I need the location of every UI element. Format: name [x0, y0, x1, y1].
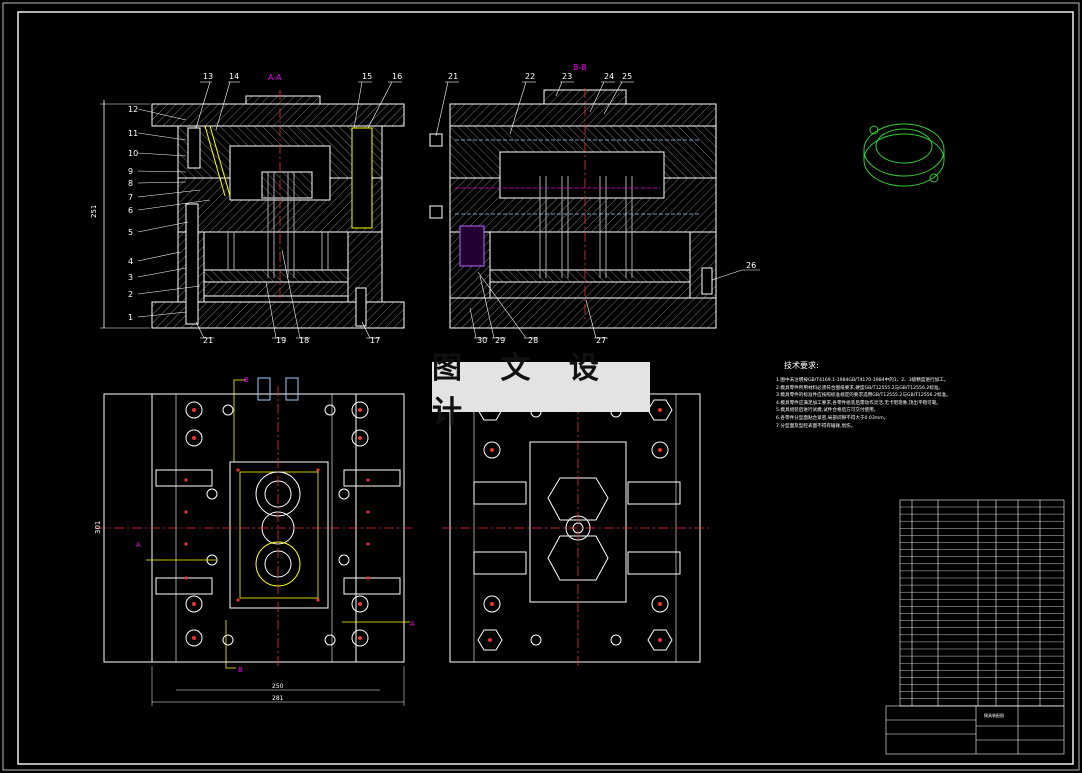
- callout-16: 16: [392, 72, 402, 81]
- title-block-drawing-name: 模具装配图: [984, 712, 1004, 718]
- marker-a-left: A: [136, 541, 141, 549]
- callout-4: 4: [128, 257, 133, 266]
- parts-list-rows: [900, 506, 1064, 706]
- callout-6: 6: [128, 206, 133, 215]
- tech-item: 2.模具零件所用材料必须符合图纸要求,硬度GB/T12555.2与GB/T125…: [776, 385, 944, 391]
- callout-21-right: 21: [448, 72, 458, 81]
- tech-item: 1.图中未注明按GB/T4169.1-1984GB/T4170-1984中的1、…: [776, 378, 949, 383]
- callout-24: 24: [604, 72, 614, 81]
- callout-15: 15: [362, 72, 372, 81]
- callouts-right: 21 22 23 24 25 26 30 29 28 27: [448, 72, 756, 345]
- callout-30: 30: [477, 336, 487, 345]
- callout-26: 26: [746, 261, 756, 270]
- callout-14: 14: [229, 72, 239, 81]
- section-view-aa: 251 A-A: [90, 73, 405, 329]
- section-label-bb: B-B: [573, 63, 587, 72]
- callout-27: 27: [596, 336, 606, 345]
- section-view-bb: B-B: [429, 63, 717, 329]
- callout-5: 5: [128, 228, 133, 237]
- callout-13: 13: [203, 72, 213, 81]
- tech-item: 4.模具零件应满足加工要求,各零件组装后需动作灵活,无卡阻现象,顶出平稳可靠。: [776, 400, 941, 406]
- dim-height-plan: 301: [94, 521, 102, 534]
- plan-view-fixed-half: 301 250 281 A A B B: [94, 376, 415, 706]
- callout-2: 2: [128, 290, 133, 299]
- callout-12: 12: [128, 105, 138, 114]
- callouts-left: 13 14 15 16 12 11 10 9 8 7 6 5 4 3 2 1 2…: [128, 72, 402, 345]
- tech-item: 3.模具零件的标准件应按照标准规定的要求选用GB/T12555.2与GB/T12…: [776, 393, 951, 399]
- part-isometric-view: [863, 123, 945, 187]
- callout-10: 10: [128, 149, 138, 158]
- tech-item: 5.模具组装后进行试模,试件合格后方可交付使用。: [776, 408, 879, 414]
- parts-list-table: [885, 499, 1065, 755]
- dim-height-left: 251: [90, 205, 98, 218]
- callout-11: 11: [128, 129, 138, 138]
- callout-8: 8: [128, 179, 133, 188]
- watermark-banner: 图 文 设 计: [432, 351, 650, 430]
- callout-1: 1: [128, 313, 133, 322]
- marker-a-right: A: [410, 620, 415, 628]
- callout-9: 9: [128, 167, 133, 176]
- callout-7: 7: [128, 193, 133, 202]
- marker-b-top: B: [244, 376, 249, 384]
- dim-width-outer: 281: [272, 695, 284, 702]
- callout-21-left: 21: [203, 336, 213, 345]
- tech-title: 技术要求:: [784, 361, 819, 370]
- callout-3: 3: [128, 273, 133, 282]
- plan-view-moving-half: [442, 386, 712, 668]
- callout-28: 28: [528, 336, 538, 345]
- tech-item: 7.分型面及型腔表面不得有磕碰,划伤。: [776, 423, 856, 429]
- sheet-border-inner: [17, 11, 1074, 765]
- callout-18: 18: [299, 336, 309, 345]
- callout-22: 22: [525, 72, 535, 81]
- section-label-aa: A-A: [268, 73, 282, 82]
- technical-requirements: 技术要求: 1.图中未注明按GB/T4169.1-1984GB/T4170-19…: [776, 360, 951, 430]
- callout-19: 19: [276, 336, 286, 345]
- callout-25: 25: [622, 72, 632, 81]
- dim-width-inner: 250: [272, 683, 284, 690]
- callout-23: 23: [562, 72, 572, 81]
- marker-b-bottom: B: [238, 666, 243, 674]
- callout-29: 29: [495, 336, 505, 345]
- tech-item: 6.各零件分型面贴合紧密,局部间隙不得大于0.03mm。: [776, 415, 889, 421]
- callout-17: 17: [370, 336, 380, 345]
